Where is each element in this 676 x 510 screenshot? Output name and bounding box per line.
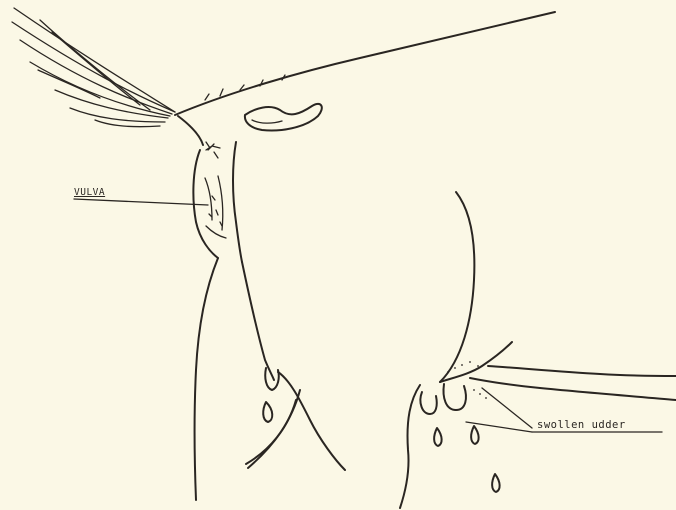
right-leg-back — [400, 385, 420, 508]
vulva-label: VULVA — [74, 187, 105, 198]
left-leg-inner — [242, 262, 274, 380]
milk-drop-right-1 — [434, 428, 442, 446]
milk-drop-right-3 — [492, 474, 500, 492]
udder-pointer-line-upper — [482, 388, 532, 428]
back-hair — [205, 75, 285, 100]
vulva-pointer-line — [74, 199, 208, 205]
tail-switch — [12, 8, 175, 127]
tail-head — [178, 116, 203, 145]
swollen-udder-label: swollen udder — [537, 419, 626, 431]
left-leg-outer — [195, 258, 219, 500]
right-thigh — [440, 192, 474, 382]
milk-drop-right-2 — [471, 426, 479, 444]
milk-drop-left — [263, 402, 272, 422]
vulva-drawing — [193, 142, 242, 262]
left-teat — [265, 368, 279, 390]
back-line — [175, 12, 555, 115]
rump-fold — [245, 104, 322, 131]
